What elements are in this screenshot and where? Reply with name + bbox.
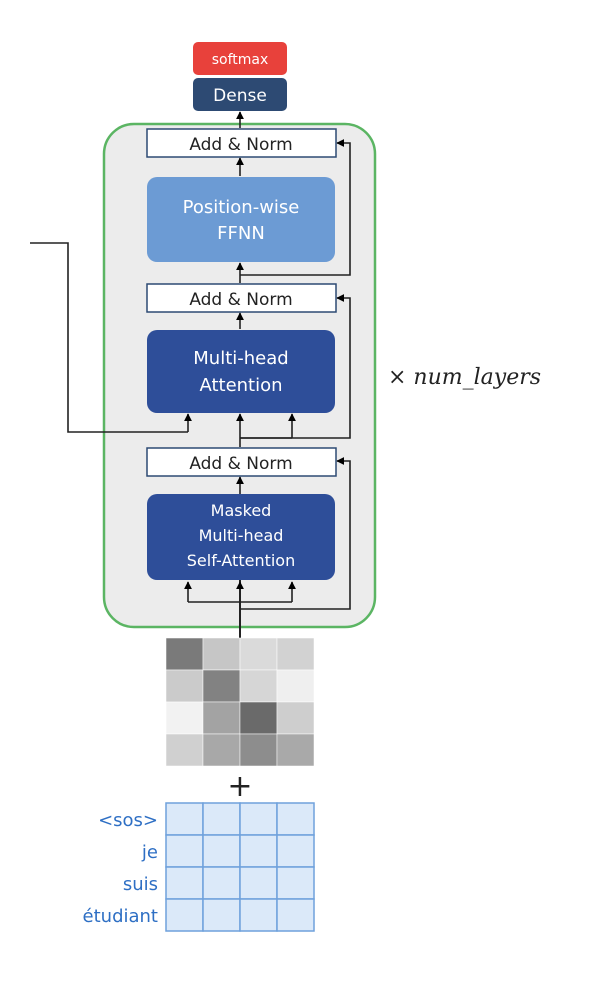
mha-label-line1: Multi-head [193,348,288,369]
embedding-cell [276,866,315,900]
pe-cell [165,733,204,767]
add-norm-label: Add & Norm [189,135,292,155]
pe-cell [202,637,241,671]
masked-label-line3: Self-Attention [187,551,295,570]
pe-cell [202,669,241,703]
pe-cell [165,669,204,703]
embedding-cell [165,898,204,932]
add-norm-label: Add & Norm [189,290,292,310]
num-layers-label: × num_layers [388,365,541,390]
embedding-cell [239,802,278,836]
add-norm-box-middle: Add & Norm [146,283,337,313]
embedding-cell [165,834,204,868]
embedding-cell [202,898,241,932]
add-norm-label: Add & Norm [189,454,292,474]
token-labels: <sos> je suis étudiant [83,810,158,927]
token-label: étudiant [83,906,158,927]
add-norm-box-bottom: Add & Norm [146,447,337,477]
token-label: <sos> [98,810,158,831]
pe-cell [239,669,278,703]
dense-label: Dense [213,86,267,106]
pe-cell [202,701,241,735]
softmax-box: softmax [193,42,287,75]
positional-encoding-matrix [165,637,315,767]
mha-label-line2: Attention [199,375,282,396]
multi-head-attention-box: Multi-head Attention [147,330,335,413]
embedding-cell [276,898,315,932]
embedding-grid [165,802,315,932]
pe-cell [239,701,278,735]
pe-cell [239,733,278,767]
ffnn-label-line1: Position-wise [183,197,300,218]
embedding-cell [239,866,278,900]
embedding-cell [202,866,241,900]
embedding-cell [202,834,241,868]
encoder-output-line [30,242,188,433]
plus-sign: + [227,769,252,804]
pe-cell [165,637,204,671]
masked-label-line2: Multi-head [199,526,284,545]
embedding-cell [165,802,204,836]
softmax-label: softmax [212,52,269,68]
pe-cell [276,701,315,735]
masked-label-line1: Masked [211,501,272,520]
connections [30,111,351,638]
ffnn-box: Position-wise FFNN [147,177,335,262]
pe-cell [276,733,315,767]
token-label: je [141,842,158,863]
token-label: suis [123,874,158,895]
embedding-cell [239,834,278,868]
pe-cell [165,701,204,735]
pe-cell [276,637,315,671]
pe-cell [276,669,315,703]
add-norm-box-top: Add & Norm [146,128,337,158]
dense-box: Dense [193,78,287,111]
pe-cell [202,733,241,767]
embedding-cell [276,834,315,868]
pe-cell [239,637,278,671]
embedding-cell [202,802,241,836]
ffnn-label-line2: FFNN [217,223,265,244]
masked-self-attention-box: Masked Multi-head Self-Attention [147,494,335,580]
embedding-cell [276,802,315,836]
embedding-cell [239,898,278,932]
embedding-cell [165,866,204,900]
